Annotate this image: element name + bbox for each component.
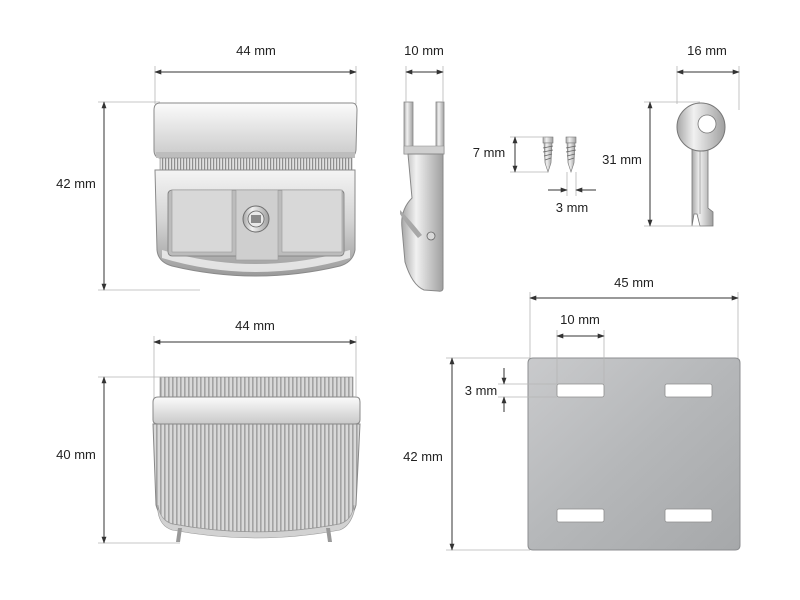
label-slot-height: 3 mm	[465, 383, 498, 398]
label-screw-diameter: 3 mm	[556, 200, 589, 215]
label-side-depth: 10 mm	[404, 43, 444, 58]
plate-slot	[664, 383, 713, 398]
label-screw-length: 7 mm	[473, 145, 506, 160]
label-plate-width: 45 mm	[614, 275, 654, 290]
label-key-length: 31 mm	[602, 152, 642, 167]
dimension-latch-front-height: 42 mm	[56, 101, 200, 291]
plate-slot	[556, 508, 605, 523]
plate-slot	[664, 508, 713, 523]
back-plate	[527, 357, 741, 551]
screw-left	[542, 136, 554, 173]
dimension-key-length: 31 mm	[602, 101, 700, 227]
dimension-latch-side-depth: 10 mm	[404, 43, 444, 102]
dimension-plate-height: 42 mm	[403, 357, 530, 551]
label-plate-height: 42 mm	[403, 449, 443, 464]
dimension-plate-width: 45 mm	[529, 275, 739, 358]
label-slot-width: 10 mm	[560, 312, 600, 327]
dimension-key-width: 16 mm	[676, 43, 740, 110]
dimension-slot-width: 10 mm	[556, 312, 605, 384]
label-front-width: 44 mm	[236, 43, 276, 58]
latch-side-view	[400, 101, 445, 292]
key	[676, 102, 726, 227]
dimension-latch-front-width: 44 mm	[154, 43, 357, 104]
latch-back-view	[152, 376, 361, 542]
dimension-slot-height: 3 mm	[465, 368, 557, 412]
label-key-width: 16 mm	[687, 43, 727, 58]
dimension-latch-back-width: 44 mm	[153, 318, 357, 398]
latch-front-view	[153, 102, 358, 277]
label-front-height: 42 mm	[56, 176, 96, 191]
screw-right	[565, 136, 577, 173]
dimension-screw-length: 7 mm	[473, 136, 548, 173]
label-back-height: 40 mm	[56, 447, 96, 462]
label-back-width: 44 mm	[235, 318, 275, 333]
dimension-screw-diameter: 3 mm	[548, 172, 596, 215]
dimension-latch-back-height: 40 mm	[56, 376, 180, 544]
plate-slot	[556, 383, 605, 398]
